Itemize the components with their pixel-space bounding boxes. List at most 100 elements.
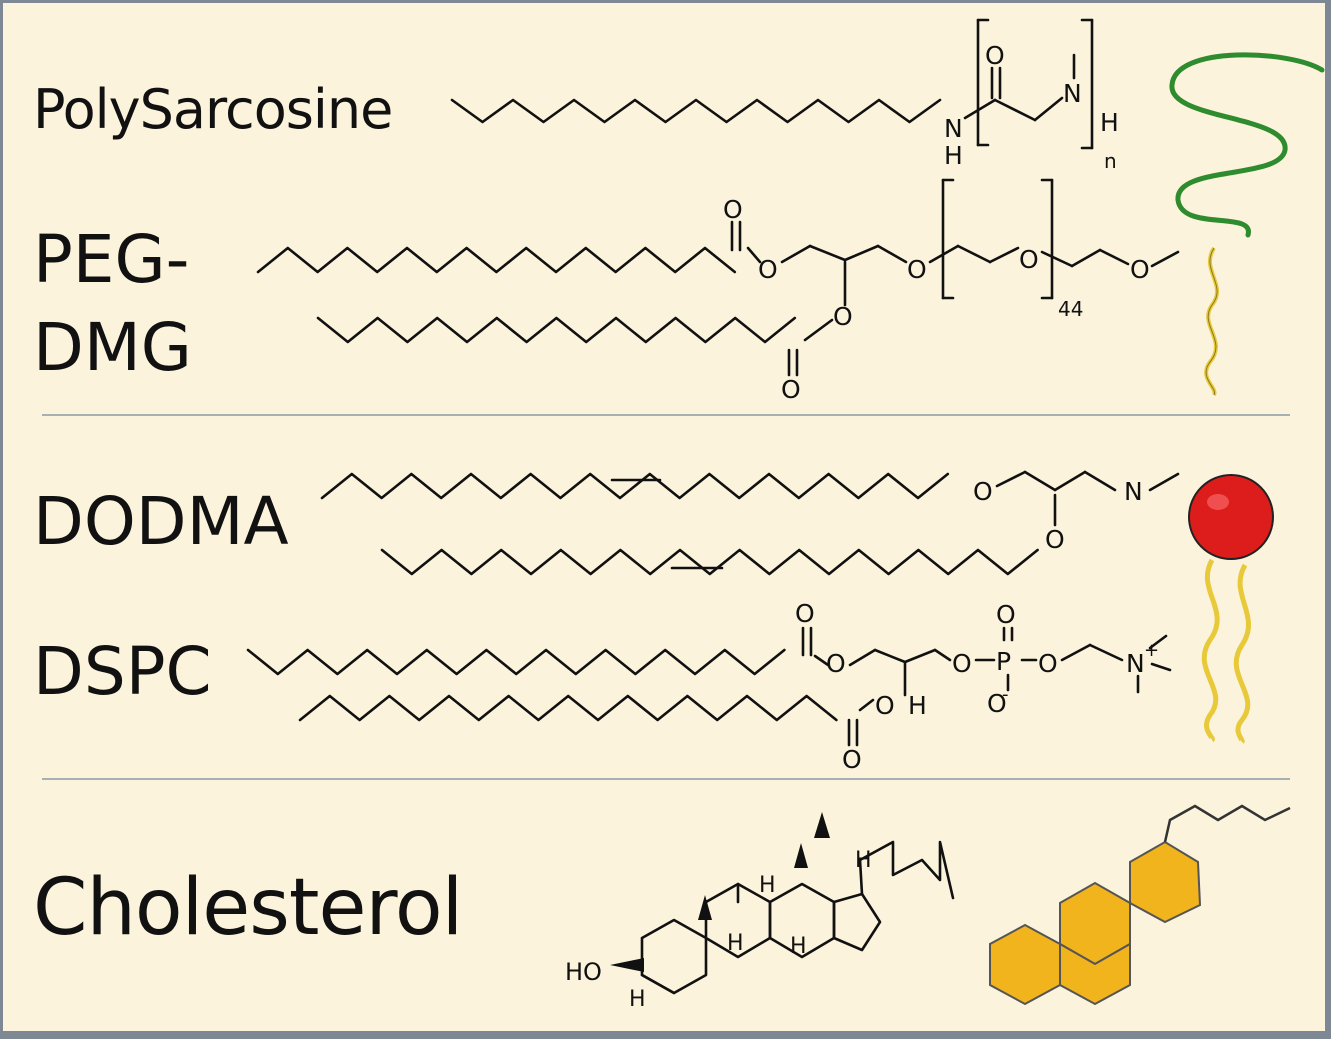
- bond: [1040, 250, 1074, 268]
- yellow-tail-outline: [1205, 247, 1218, 396]
- bond: [858, 698, 875, 712]
- bond: [1033, 96, 1064, 122]
- green-polymer-chain-icon: [1169, 52, 1325, 238]
- bond: [956, 244, 992, 264]
- atom-O: O: [1130, 255, 1150, 284]
- bond: [808, 244, 847, 262]
- bond: [1150, 662, 1172, 672]
- wedge-bond: [610, 958, 644, 972]
- charge-minus: -: [1002, 684, 1009, 705]
- double-tail-icon: [1201, 558, 1220, 743]
- atom-N: N: [1063, 79, 1082, 108]
- atom-H: H: [1100, 108, 1119, 137]
- bond: [1148, 472, 1180, 492]
- hydrocarbon-tail: [256, 246, 737, 274]
- bond: [993, 98, 1037, 122]
- bond: [963, 98, 997, 120]
- steroid-ring-icon: [989, 840, 1202, 1006]
- lipid-composition-panel: PolySarcosine PEG- DMG DODMA DSPC Choles…: [3, 3, 1325, 1031]
- head-highlight: [1207, 494, 1229, 510]
- atom-O: O: [842, 745, 862, 774]
- stearoyl-tail: [298, 694, 838, 722]
- bond: [1070, 248, 1102, 268]
- atom-O: O: [985, 41, 1005, 70]
- bond: [1148, 634, 1168, 650]
- lipid-cartoons: [989, 52, 1325, 1006]
- atom-N: N: [1124, 477, 1143, 506]
- bond: [933, 648, 952, 662]
- atom-O: O: [781, 375, 801, 404]
- atom-H: H: [908, 691, 927, 720]
- peg-dmg-structure: O O O O O O O 44: [723, 195, 1150, 404]
- atom-O: O: [1038, 649, 1058, 678]
- label-dodma: DODMA: [33, 483, 289, 560]
- bond: [995, 470, 1027, 488]
- atom-O: O: [758, 255, 778, 284]
- bond: [1023, 470, 1057, 492]
- red-head-group-icon: [1188, 474, 1274, 560]
- bond: [1088, 643, 1124, 662]
- bond: [876, 244, 908, 264]
- bond: [813, 654, 830, 667]
- bond: [1150, 250, 1180, 268]
- bond: [746, 246, 762, 264]
- atom-O: O: [795, 599, 815, 628]
- bond: [803, 318, 834, 342]
- label-peg-dmg-line2: DMG: [33, 309, 192, 386]
- label-cholesterol: Cholesterol: [33, 863, 463, 953]
- bond: [640, 973, 676, 995]
- bond: [873, 648, 907, 664]
- atom-O: O: [1045, 525, 1065, 554]
- oleyl-tail: [380, 548, 1039, 576]
- atom-H: H: [944, 141, 963, 170]
- bond: [1053, 470, 1087, 492]
- atom-H: H: [759, 873, 776, 898]
- bond: [780, 244, 812, 264]
- repeat-count-44: 44: [1058, 297, 1083, 321]
- atom-H: H: [790, 934, 807, 959]
- wedge-bond: [698, 895, 712, 920]
- stearoyl-tail: [246, 648, 786, 676]
- atom-H: H: [629, 987, 646, 1012]
- side-chain: [858, 840, 955, 900]
- atom-O: O: [875, 691, 895, 720]
- atom-N: N: [944, 114, 963, 143]
- wedge-bond: [794, 843, 808, 868]
- charge-plus: +: [1144, 640, 1159, 661]
- atom-O: O: [723, 195, 743, 224]
- atom-H: H: [855, 848, 872, 873]
- atom-O: O: [973, 477, 993, 506]
- label-peg-dmg-line1: PEG-: [33, 221, 190, 298]
- steroid-side-chain: [1163, 804, 1291, 843]
- structure-drawings: N H O N H n O O O O O O O 44 O N O O O: [42, 18, 1325, 1012]
- wedge-bond: [814, 812, 830, 838]
- hydrocarbon-tail: [450, 98, 942, 124]
- bond: [843, 244, 880, 262]
- oleyl-tail: [320, 472, 950, 500]
- atom-O: O: [833, 302, 853, 331]
- section-dividers: [42, 414, 1290, 780]
- bond: [1083, 470, 1117, 492]
- atom-O: O: [826, 649, 846, 678]
- dodma-structure: O N O: [973, 477, 1143, 554]
- bond: [848, 648, 877, 667]
- atom-O: O: [996, 600, 1016, 629]
- dspc-structure: O O O O P O O - N + O H O: [795, 599, 1159, 774]
- bond: [903, 648, 937, 664]
- ring-a: [640, 918, 708, 995]
- atom-H: H: [727, 931, 744, 956]
- bond: [1060, 643, 1092, 662]
- hydrocarbon-tail: [316, 316, 797, 344]
- atom-N: N: [1126, 649, 1145, 678]
- label-dspc: DSPC: [33, 633, 212, 710]
- cholesterol-structure: HO H H H H H: [565, 812, 872, 1012]
- polysarcosine-structure: N H O N H n: [944, 41, 1119, 173]
- atom-O: O: [987, 689, 1007, 718]
- atom-O: O: [952, 649, 972, 678]
- atom-HO: HO: [565, 958, 602, 986]
- bond: [1098, 248, 1130, 266]
- label-polysarcosine: PolySarcosine: [33, 78, 393, 141]
- atom-P: P: [996, 647, 1011, 676]
- bond: [988, 246, 1020, 264]
- atom-O: O: [907, 255, 927, 284]
